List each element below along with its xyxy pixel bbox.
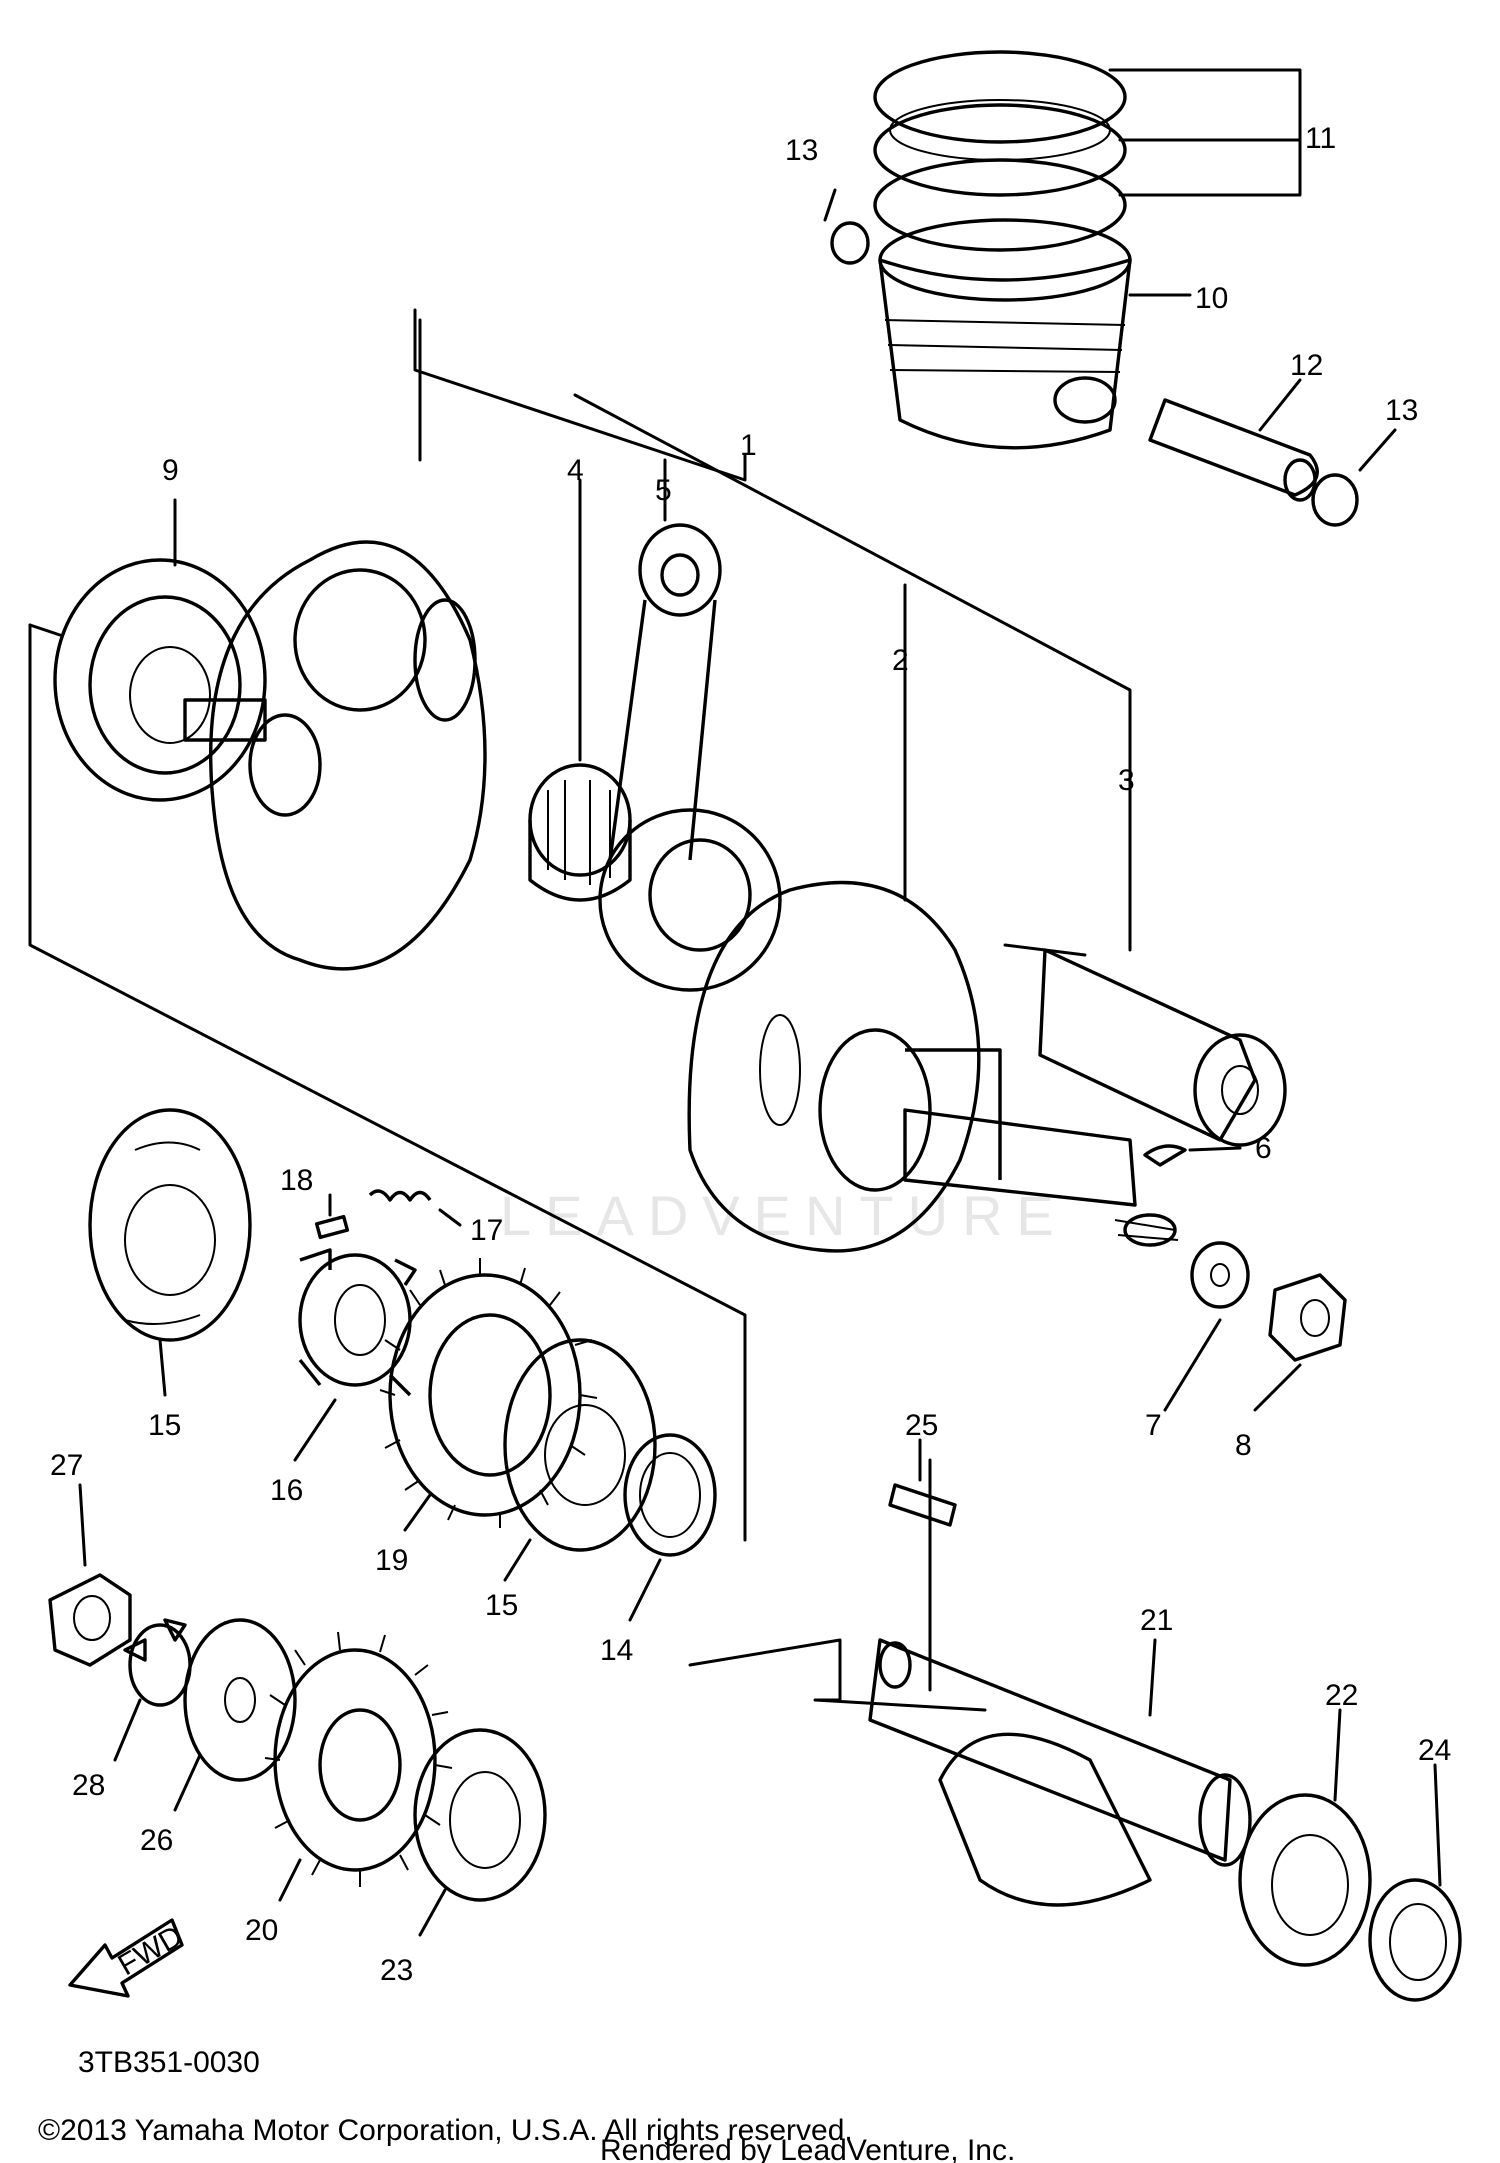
rendered-by-note: Rendered by LeadVenture, Inc. xyxy=(600,2134,1015,2163)
callout-4: 4 xyxy=(567,454,584,487)
callout-22: 22 xyxy=(1325,1679,1358,1712)
callout-20: 20 xyxy=(245,1914,278,1947)
fwd-arrow-icon: FWD xyxy=(68,1918,189,1998)
callout-9: 9 xyxy=(162,454,179,487)
crank-pin-bearing xyxy=(528,478,632,902)
callout-1: 1 xyxy=(740,429,757,462)
callout-19: 19 xyxy=(375,1544,408,1577)
callout-12: 12 xyxy=(1290,349,1323,382)
callout-27: 27 xyxy=(50,1449,83,1482)
callout-5: 5 xyxy=(655,474,672,507)
crank-pin xyxy=(1038,798,1287,1147)
callout-23: 23 xyxy=(380,1954,413,1987)
gear-19 xyxy=(379,1258,598,1532)
callout-18: 18 xyxy=(280,1164,313,1197)
plate-upper xyxy=(88,1108,252,1397)
bearing-22 xyxy=(1238,1708,1372,1967)
callout-labels: 1 2 3 4 5 6 7 8 9 10 11 12 13 13 14 15 1… xyxy=(50,122,1451,1987)
callout-15a: 15 xyxy=(148,1409,181,1442)
key-25 xyxy=(888,1438,957,1527)
callout-10: 10 xyxy=(1195,282,1228,315)
crank-nut xyxy=(1253,1273,1347,1412)
nut-27 xyxy=(48,1483,132,1667)
callout-24: 24 xyxy=(1418,1734,1451,1767)
callout-7: 7 xyxy=(1145,1409,1162,1442)
crank-wheel-right xyxy=(687,880,1179,1253)
piston xyxy=(878,218,1192,450)
callout-13a: 13 xyxy=(785,134,818,167)
callout-3: 3 xyxy=(1118,764,1135,797)
piston-pin-clip-right xyxy=(1311,428,1397,527)
callout-26: 26 xyxy=(140,1824,173,1857)
callout-13b: 13 xyxy=(1385,394,1418,427)
callout-6: 6 xyxy=(1255,1132,1272,1165)
washer-26 xyxy=(173,1618,297,1812)
connecting-rod xyxy=(598,458,782,992)
spring xyxy=(368,1189,462,1227)
plate-lower xyxy=(503,1338,657,1582)
callout-21: 21 xyxy=(1140,1604,1173,1637)
crank-washer xyxy=(1163,1241,1250,1412)
copyright-notice: ©2013 Yamaha Motor Corporation, U.S.A. A… xyxy=(38,2114,853,2147)
washer-14 xyxy=(623,1433,717,1622)
gear-20 xyxy=(264,1631,453,1902)
diagram-code: 3TB351-0030 xyxy=(78,2046,260,2079)
crank-bearing-left xyxy=(53,498,267,802)
balancer-shaft xyxy=(868,1638,1252,1907)
bearing-23 xyxy=(413,1728,547,1937)
callout-11: 11 xyxy=(1305,122,1336,155)
callout-14: 14 xyxy=(600,1634,633,1667)
piston-pin-clip-left xyxy=(823,188,870,265)
callout-8: 8 xyxy=(1235,1429,1252,1462)
watermark: LEADVENTURE xyxy=(500,1184,1068,1247)
pin xyxy=(314,1193,350,1240)
callout-25: 25 xyxy=(905,1409,938,1442)
oil-seal xyxy=(1368,1763,1462,2002)
fwd-label: FWD xyxy=(113,1919,189,1982)
crank-wheel-left xyxy=(183,318,487,971)
callout-15b: 15 xyxy=(485,1589,518,1622)
callout-2: 2 xyxy=(892,644,909,677)
callout-16: 16 xyxy=(270,1474,303,1507)
piston-rings xyxy=(873,50,1302,252)
piston-pin xyxy=(1148,378,1319,502)
callout-17: 17 xyxy=(470,1214,503,1247)
woodruff-key xyxy=(1143,1144,1242,1167)
callout-28: 28 xyxy=(72,1769,105,1802)
